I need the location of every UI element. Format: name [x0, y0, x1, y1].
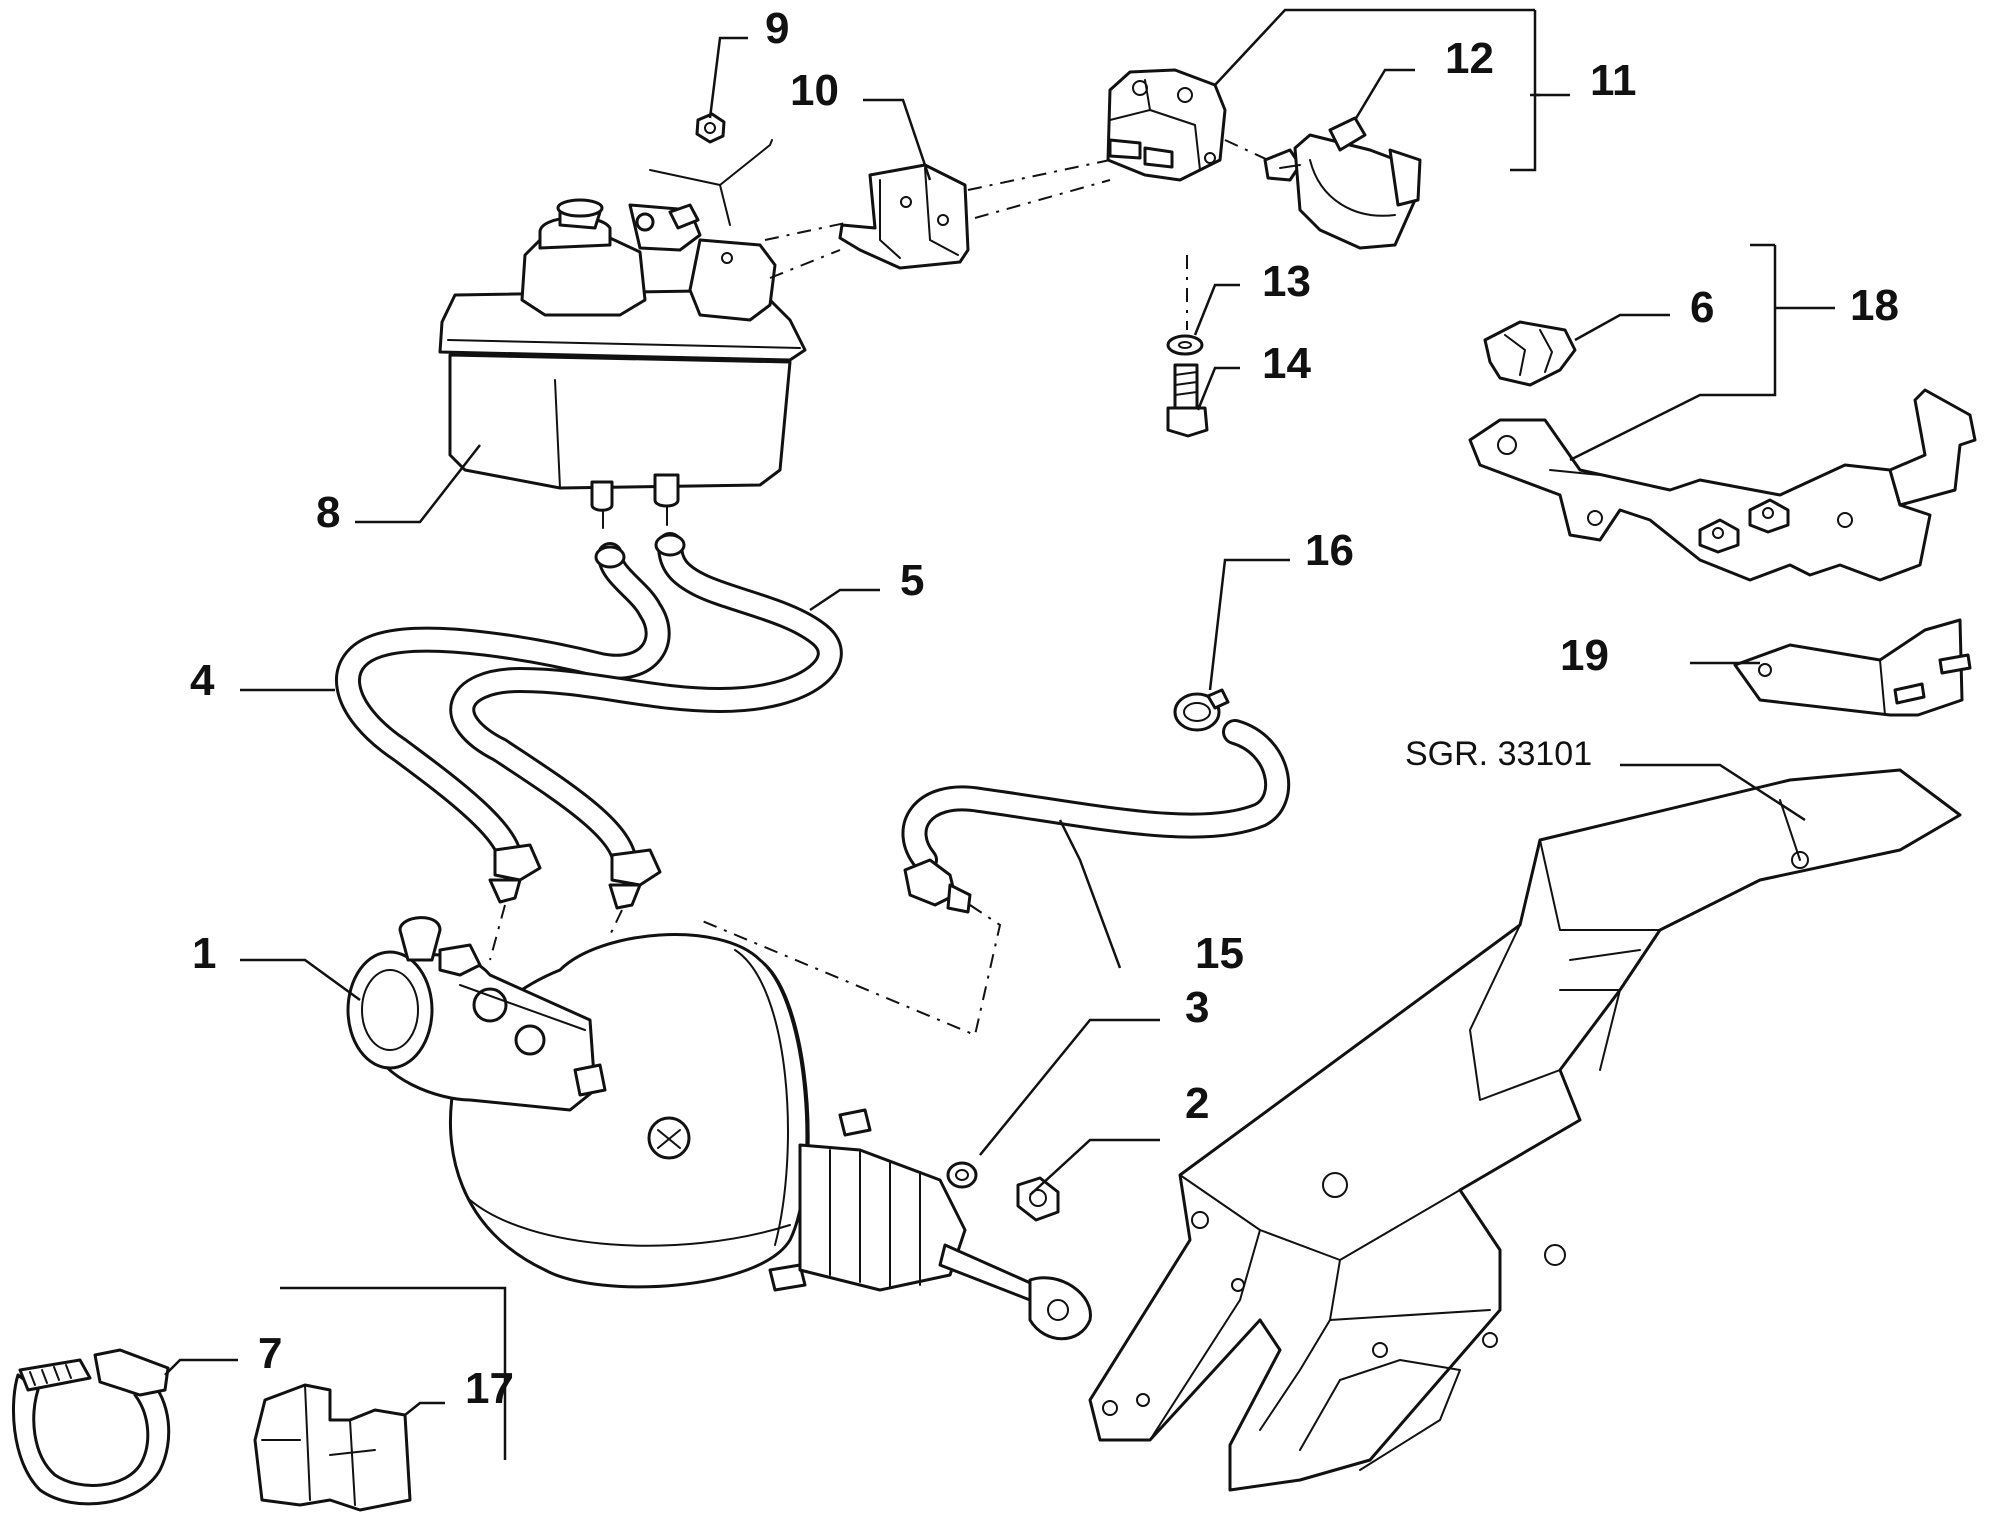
callout-2: 2 [1185, 1079, 1209, 1128]
pressure-switch [1224, 116, 1422, 250]
callout-11: 11 [1590, 56, 1637, 105]
fluid-reservoir [438, 139, 807, 529]
cable-clip [1483, 320, 1577, 387]
callout-6: 6 [1690, 283, 1714, 332]
callout-10: 10 [790, 66, 839, 115]
callout-3: 3 [1185, 983, 1209, 1032]
callout-8: 8 [316, 488, 340, 537]
small-bracket [1733, 618, 1972, 717]
callout-13: 13 [1262, 257, 1311, 306]
callout-14: 14 [1262, 339, 1311, 388]
callout-18: 18 [1850, 281, 1899, 330]
master-cylinder [346, 916, 607, 1112]
brake-booster [448, 933, 1092, 1341]
hose-retainer-clip [253, 1383, 412, 1512]
leader-lines [164, 8, 1835, 1460]
callout-4: 4 [190, 656, 215, 705]
callout-9: 9 [765, 4, 789, 53]
nut-small [695, 112, 726, 144]
vacuum-hose [699, 719, 1291, 1037]
switch-mount-block [1106, 68, 1227, 182]
hose-fitting-left [488, 843, 542, 961]
callout-16: 16 [1305, 526, 1354, 575]
callout-1: 1 [192, 929, 216, 978]
reservoir-bracket [838, 163, 970, 270]
callout-labels: 1 2 3 4 5 6 7 8 9 10 11 12 13 14 15 16 1… [190, 4, 1899, 1413]
hose-clamp-band [11, 1348, 171, 1506]
reference-code: SGR. 33101 [1405, 735, 1592, 773]
hose-fitting-right [608, 848, 662, 936]
callout-19: 19 [1560, 631, 1609, 680]
callout-5: 5 [900, 556, 924, 605]
callout-15: 15 [1195, 929, 1244, 978]
callout-12: 12 [1445, 34, 1494, 83]
washer-booster [946, 1161, 978, 1189]
callout-7: 7 [258, 1329, 282, 1378]
pedal-support-frame [1088, 768, 1962, 1492]
washer [1166, 334, 1204, 356]
support-bracket [1468, 388, 1977, 582]
nut-booster [1016, 1176, 1060, 1222]
reservoir-hose-4 [335, 542, 671, 873]
hose-clamp [1173, 688, 1230, 732]
reservoir-hose-5 [449, 532, 843, 878]
callout-17: 17 [465, 1364, 514, 1413]
